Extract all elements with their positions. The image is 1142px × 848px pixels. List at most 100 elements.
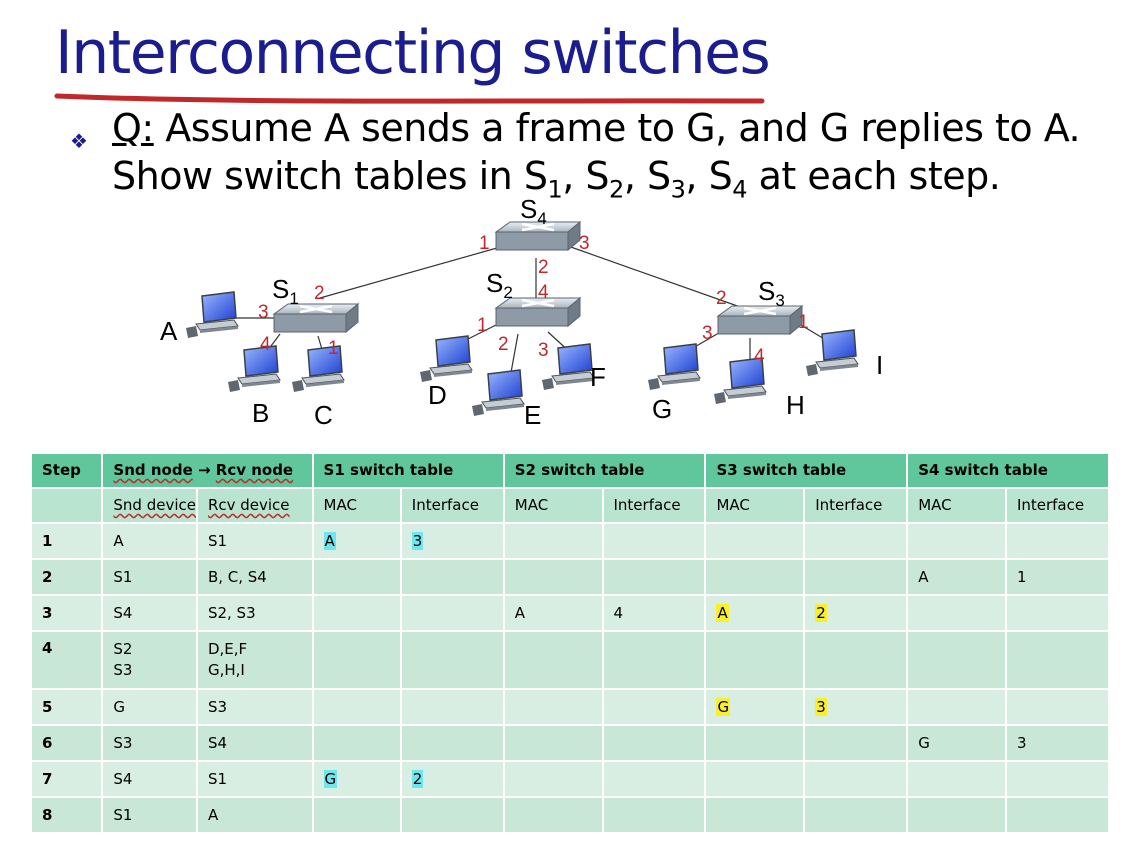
host-label-b: B	[252, 398, 269, 428]
rcv-cell: S4	[197, 726, 312, 760]
snd-cell: G	[103, 690, 196, 724]
s3-if-cell	[805, 632, 907, 688]
page-title: Interconnecting switches	[55, 18, 771, 88]
snd-cell: S4	[103, 596, 196, 630]
computer-e-icon	[471, 369, 525, 417]
switch-s1-icon	[272, 302, 360, 334]
host-label-g: G	[652, 394, 672, 424]
rcv-line-1: D,E,F	[207, 640, 248, 658]
rcv-cell: D,E,F G,H,I	[197, 632, 312, 688]
table-row: 5 G S3 G 3	[32, 690, 1108, 724]
s-letter: S	[647, 154, 671, 198]
table-subheader-row: Snd device Rcv device MAC Interface MAC …	[32, 489, 1108, 522]
computer-a-icon	[185, 291, 239, 339]
host-label-f: F	[590, 362, 606, 392]
subheader-interface: Interface	[805, 489, 907, 522]
col-header-s1: S1 switch table	[313, 454, 503, 487]
s4-mac-cell: G	[908, 726, 1005, 760]
step-cell: 2	[32, 560, 102, 594]
port-label: 1	[328, 338, 339, 359]
subheader-interface: Interface	[401, 489, 503, 522]
host-label-e: E	[524, 400, 541, 430]
s2-mac-cell: A	[504, 596, 602, 630]
highlighted-value: G	[323, 769, 338, 788]
question-line-1: Q: Assume A sends a frame to G, and G re…	[112, 104, 1081, 152]
port-label: 2	[538, 257, 549, 278]
s2-if-cell	[603, 632, 705, 688]
computer-d-icon	[419, 335, 473, 383]
question-line-2-end: at each step.	[746, 154, 1001, 198]
s3-if-cell	[805, 726, 907, 760]
table-row: 7 S4 S1 G 2	[32, 762, 1108, 796]
rcv-cell: S1	[197, 762, 312, 796]
port-label: 4	[538, 282, 549, 303]
table-row: 1 A S1 A 3	[32, 524, 1108, 558]
host-label-h: H	[786, 390, 805, 420]
snd-cell: A	[103, 524, 196, 558]
computer-i-icon	[805, 329, 859, 377]
highlighted-value: A	[716, 603, 729, 622]
s3-mac-cell: G	[706, 690, 804, 724]
s1-mac-cell	[313, 560, 400, 594]
s3-if-cell	[805, 762, 907, 796]
snd-node-label: Snd node	[113, 461, 193, 479]
s4-mac-cell	[908, 632, 1005, 688]
s1-if-cell	[401, 690, 503, 724]
s2-mac-cell	[504, 690, 602, 724]
col-header-snd-rcv: Snd node → Rcv node	[103, 454, 312, 487]
s-letter: S	[708, 154, 733, 198]
s2-mac-cell	[504, 524, 602, 558]
diamond-bullet-icon: ❖	[70, 129, 88, 153]
port-label: 3	[579, 233, 590, 254]
table-row: 8 S1 A	[32, 798, 1108, 832]
question-line-2: Show switch tables in S1, S2, S3, S4 at …	[112, 152, 1001, 202]
s4-if-cell	[1006, 596, 1108, 630]
step-cell: 1	[32, 524, 102, 558]
snd-line-2: S3	[113, 661, 133, 679]
rcv-cell: S1	[197, 524, 312, 558]
step-cell: 8	[32, 798, 102, 832]
s4-mac-cell	[908, 798, 1005, 832]
s4-mac-cell	[908, 762, 1005, 796]
port-label: 1	[477, 315, 488, 336]
host-label-c: C	[314, 400, 333, 430]
s1-if-cell	[401, 798, 503, 832]
computer-g-icon	[647, 343, 701, 391]
table-row: 6 S3 S4 G 3	[32, 726, 1108, 760]
sub-4: 4	[732, 175, 747, 204]
table-header-row: Step Snd node → Rcv node S1 switch table…	[32, 454, 1108, 487]
snd-cell: S4	[103, 762, 196, 796]
switch-s4-label: S4	[520, 194, 547, 228]
port-label: 2	[314, 283, 325, 304]
arrow-icon: →	[192, 461, 216, 479]
s2-if-cell	[603, 690, 705, 724]
port-label: 4	[754, 346, 765, 367]
question-line-2-start: Show switch tables in S	[112, 154, 548, 198]
switch-s2-label: S2	[486, 268, 513, 302]
highlighted-value: A	[323, 531, 336, 550]
s3-if-cell	[805, 560, 907, 594]
sub-1: 1	[547, 175, 563, 204]
s4-mac-cell: A	[908, 560, 1005, 594]
col-header-s3: S3 switch table	[706, 454, 907, 487]
port-label: 1	[479, 233, 490, 254]
s1-mac-cell	[313, 726, 400, 760]
s-letter: S	[585, 154, 610, 198]
s3-if-cell: 3	[805, 690, 907, 724]
s4-if-cell	[1006, 690, 1108, 724]
s2-if-cell	[603, 762, 705, 796]
highlighted-value: 3	[411, 531, 424, 550]
s4-if-cell	[1006, 798, 1108, 832]
computer-b-icon	[227, 345, 281, 393]
s3-mac-cell: A	[706, 596, 804, 630]
step-cell: 4	[32, 632, 102, 688]
s3-mac-cell	[706, 762, 804, 796]
rcv-line-2: G,H,I	[207, 661, 245, 679]
s2-mac-cell	[504, 762, 602, 796]
s1-mac-cell	[313, 690, 400, 724]
s1-mac-cell: A	[313, 524, 400, 558]
title-underline-stroke	[54, 93, 765, 104]
rcv-device-label: Rcv device	[207, 496, 290, 514]
